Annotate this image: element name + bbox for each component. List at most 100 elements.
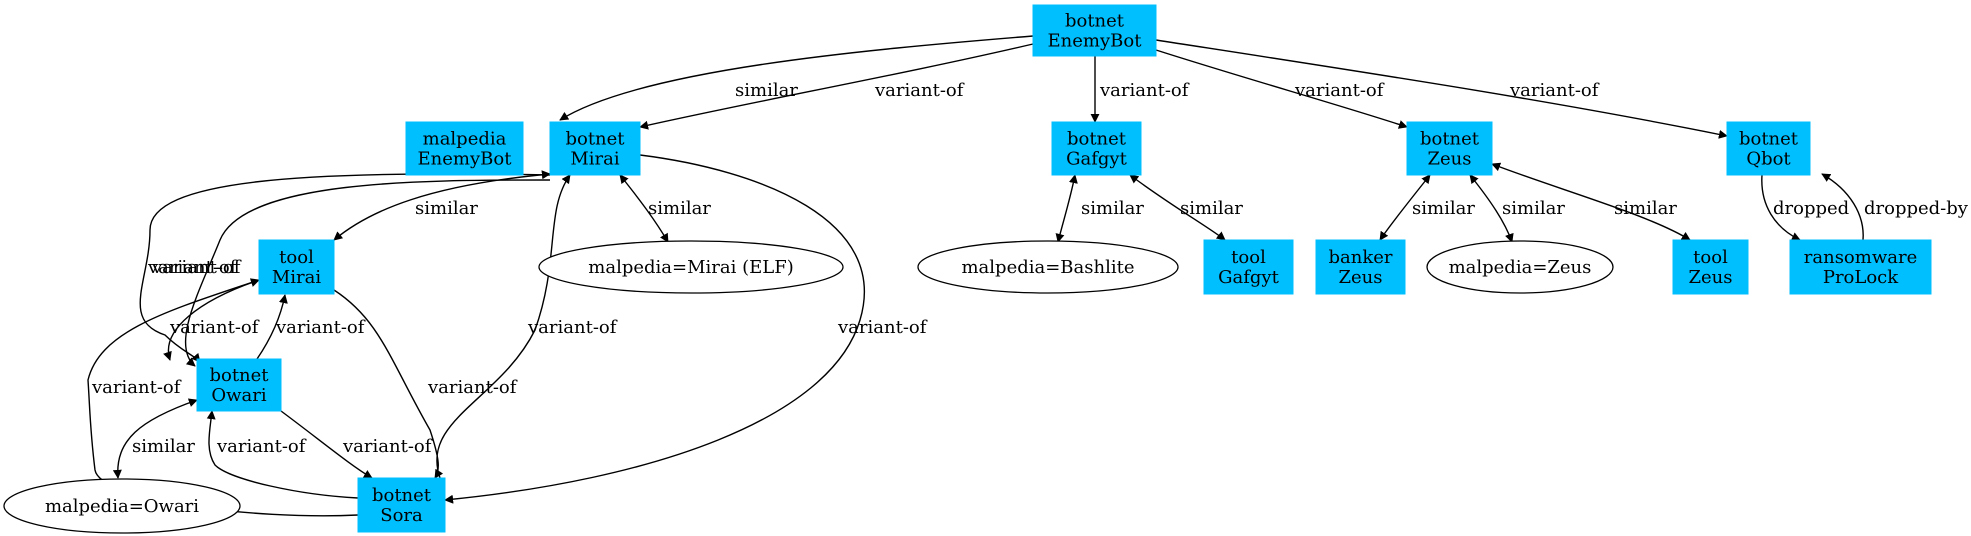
node-box[interactable] xyxy=(1672,239,1749,295)
node-label: Sora xyxy=(380,505,423,526)
node-box[interactable] xyxy=(1789,239,1932,295)
edge-label: similar xyxy=(132,436,195,457)
node-malpedia-owari[interactable]: malpedia=Owari xyxy=(3,478,241,534)
edge-label: variant-of xyxy=(91,377,182,398)
node-label: ransomware xyxy=(1804,247,1917,268)
edge-line xyxy=(280,410,373,479)
edge-botnet-mirai-to-botnet-owari: variant-of xyxy=(139,173,551,363)
node-label: Zeus xyxy=(1689,267,1733,288)
node-label: ProLock xyxy=(1823,267,1899,288)
node-label: Gafgyt xyxy=(1066,149,1127,170)
node-ellipse[interactable] xyxy=(917,240,1179,294)
node-label: botnet xyxy=(1420,129,1480,150)
edge-line xyxy=(1761,174,1801,241)
edge-line xyxy=(139,173,551,363)
edge-ransomware-prolock-to-botnet-qbot: dropped-by xyxy=(1821,173,1969,241)
node-ellipse[interactable] xyxy=(1426,240,1614,294)
node-label: Qbot xyxy=(1746,149,1791,170)
edge-botnet-zeus-to-banker-zeus: similar xyxy=(1379,174,1475,241)
edge-botnet-mirai-to-malpedia-mirai-elf: similar xyxy=(619,174,711,243)
edge-label: variant-of xyxy=(216,436,307,457)
edge-label: dropped xyxy=(1773,198,1849,219)
node-label: Zeus xyxy=(1428,149,1472,170)
edge-line xyxy=(1821,173,1864,241)
node-label: malpedia=Zeus xyxy=(1449,257,1592,278)
edge-botnet-enemybot-to-malpedia-enemybot: similar xyxy=(559,35,1034,121)
edge-line xyxy=(206,410,359,499)
edge-label: variant-of xyxy=(342,436,433,457)
edge-botnet-enemybot-to-botnet-gafgyt: variant-of xyxy=(1090,56,1190,123)
node-label: botnet xyxy=(1065,11,1125,32)
node-box[interactable] xyxy=(549,121,641,176)
edge-botnet-qbot-to-ransomware-prolock: dropped xyxy=(1761,174,1849,241)
node-label: malpedia=Bashlite xyxy=(961,257,1134,278)
edge-label: similar xyxy=(1180,198,1243,219)
edge-botnet-owari-to-botnet-sora: variant-of xyxy=(280,410,433,479)
edge-botnet-owari-to-malpedia-owari: similar xyxy=(112,398,198,479)
node-ellipse[interactable] xyxy=(538,240,844,294)
node-box[interactable] xyxy=(258,239,335,295)
node-label: botnet xyxy=(565,129,625,150)
node-malpedia-bashlite[interactable]: malpedia=Bashlite xyxy=(917,240,1179,294)
edge-botnet-enemybot-to-botnet-qbot: variant-of xyxy=(1155,39,1728,139)
edge-botnet-mirai-to-botnet-sora: variant-of xyxy=(444,154,928,504)
node-label: tool xyxy=(1693,247,1728,268)
node-box[interactable] xyxy=(1406,121,1493,176)
node-label: botnet xyxy=(1739,129,1799,150)
edge-line xyxy=(256,294,288,360)
node-box[interactable] xyxy=(196,358,282,412)
edge-line xyxy=(333,289,444,479)
node-box[interactable] xyxy=(405,121,524,176)
node-label: Owari xyxy=(211,385,267,406)
edge-line xyxy=(559,35,1034,121)
edge-line xyxy=(1055,174,1078,243)
node-box[interactable] xyxy=(1032,4,1157,57)
node-label: botnet xyxy=(209,365,269,386)
edge-label: similar xyxy=(735,80,798,101)
node-box[interactable] xyxy=(1203,239,1294,295)
edge-label: similar xyxy=(1614,198,1677,219)
node-label: tool xyxy=(1231,247,1266,268)
node-label: malpedia xyxy=(423,129,507,150)
edge-label: variant-of xyxy=(147,257,238,278)
edge-botnet-enemybot-to-botnet-zeus: variant-of xyxy=(1155,49,1408,129)
node-box[interactable] xyxy=(1726,121,1811,176)
node-box[interactable] xyxy=(357,477,446,533)
node-label: Mirai xyxy=(272,267,322,288)
edge-label: variant-of xyxy=(1509,80,1600,101)
edge-botnet-owari-to-tool-mirai: variant-of xyxy=(256,294,366,360)
node-box[interactable] xyxy=(1315,239,1406,295)
edge-label: variant-of xyxy=(527,317,618,338)
node-label: banker xyxy=(1328,247,1392,268)
node-label: botnet xyxy=(372,485,432,506)
edge-label: similar xyxy=(1412,198,1475,219)
edge-label: dropped-by xyxy=(1864,198,1969,219)
node-box[interactable] xyxy=(1051,121,1142,176)
node-label: malpedia=Mirai (ELF) xyxy=(588,257,793,278)
edge-line xyxy=(333,170,551,241)
edge-label: similar xyxy=(1502,198,1565,219)
nodes-layer: botnetEnemyBotmalpediaEnemyBotbotnetMira… xyxy=(3,4,1932,534)
node-ellipse[interactable] xyxy=(3,478,241,534)
node-malpedia-zeus[interactable]: malpedia=Zeus xyxy=(1426,240,1614,294)
edge-line xyxy=(112,398,198,479)
node-label: tool xyxy=(279,247,314,268)
node-label: Mirai xyxy=(570,149,620,170)
edge-label: variant-of xyxy=(151,257,242,278)
edge-label: similar xyxy=(648,198,711,219)
node-malpedia-mirai-elf[interactable]: malpedia=Mirai (ELF) xyxy=(538,240,844,294)
